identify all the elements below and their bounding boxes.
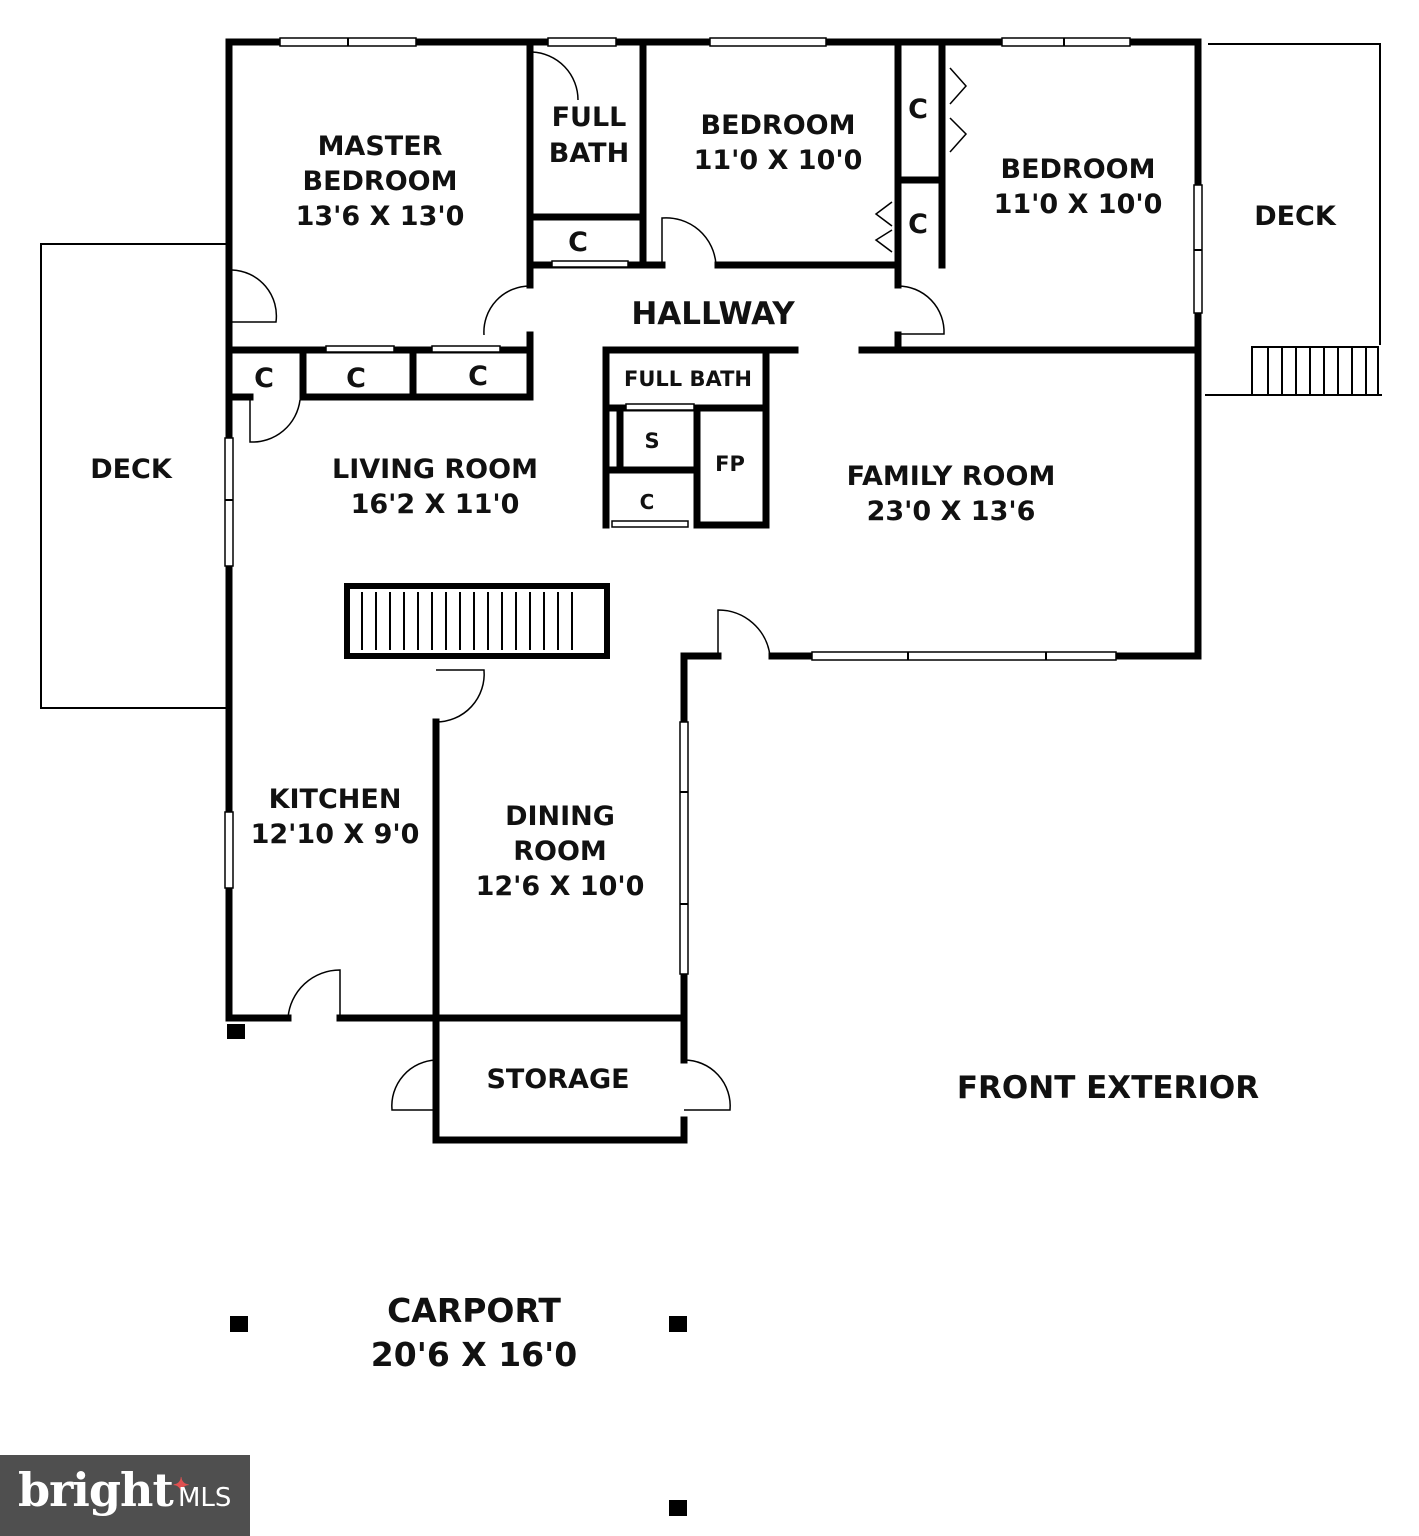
carport-dims: 20'6 X 16'0 [371,1335,577,1374]
kitchen-dims: 12'10 X 9'0 [251,819,420,850]
watermark-brand: bright✦ [18,1463,189,1517]
interior-walls [225,38,1202,1144]
full-bath-top-label-line2: BATH [549,138,629,169]
bright-mls-watermark: bright✦ MLS [0,1455,250,1536]
deck-stairs [1251,346,1379,396]
doors [231,51,968,1111]
master-bedroom-label-line1: MASTER [318,131,443,162]
closet-label: C [468,361,488,392]
family-room-label: FAMILY ROOM [847,461,1056,492]
family-room-dims: 23'0 X 13'6 [867,496,1036,527]
fireplace-label: FP [715,452,745,476]
kitchen-label: KITCHEN [269,784,402,815]
full-bath-center-label: FULL BATH [624,367,752,391]
closet-label: C [346,363,366,394]
deck-right-label: DECK [1254,201,1337,232]
hallway-label: HALLWAY [631,296,795,332]
closet-label: C [640,490,655,514]
closet-label: C [908,94,928,125]
closet-label: C [254,363,274,394]
master-bedroom-label-line2: BEDROOM [303,166,458,197]
dining-room-label-line2: ROOM [513,836,607,867]
full-bath-top-label-line1: FULL [552,102,627,133]
living-room-label: LIVING ROOM [332,454,538,485]
deck-left-outline [40,243,228,709]
carport-posts [227,1024,687,1516]
bedroom-2-dims: 11'0 X 10'0 [694,145,863,176]
living-room-dims: 16'2 X 11'0 [351,489,520,520]
staircase [344,583,610,659]
storage-label: STORAGE [486,1064,629,1095]
carport-label: CARPORT [387,1291,561,1330]
windows [224,37,1203,975]
closet-label: C [568,227,588,258]
bedroom-3-label: BEDROOM [1001,154,1156,185]
dining-room-dims: 12'6 X 10'0 [476,871,645,902]
master-bedroom-dims: 13'6 X 13'0 [296,201,465,232]
watermark-suffix: MLS [178,1483,232,1513]
bedroom-2-label: BEDROOM [701,110,856,141]
dining-room-label-line1: DINING [505,801,615,832]
closet-label: C [908,209,928,240]
bedroom-3-dims: 11'0 X 10'0 [994,189,1163,220]
deck-left-label: DECK [90,454,173,485]
shower-label: S [644,429,659,453]
front-exterior-label: FRONT EXTERIOR [957,1070,1259,1106]
